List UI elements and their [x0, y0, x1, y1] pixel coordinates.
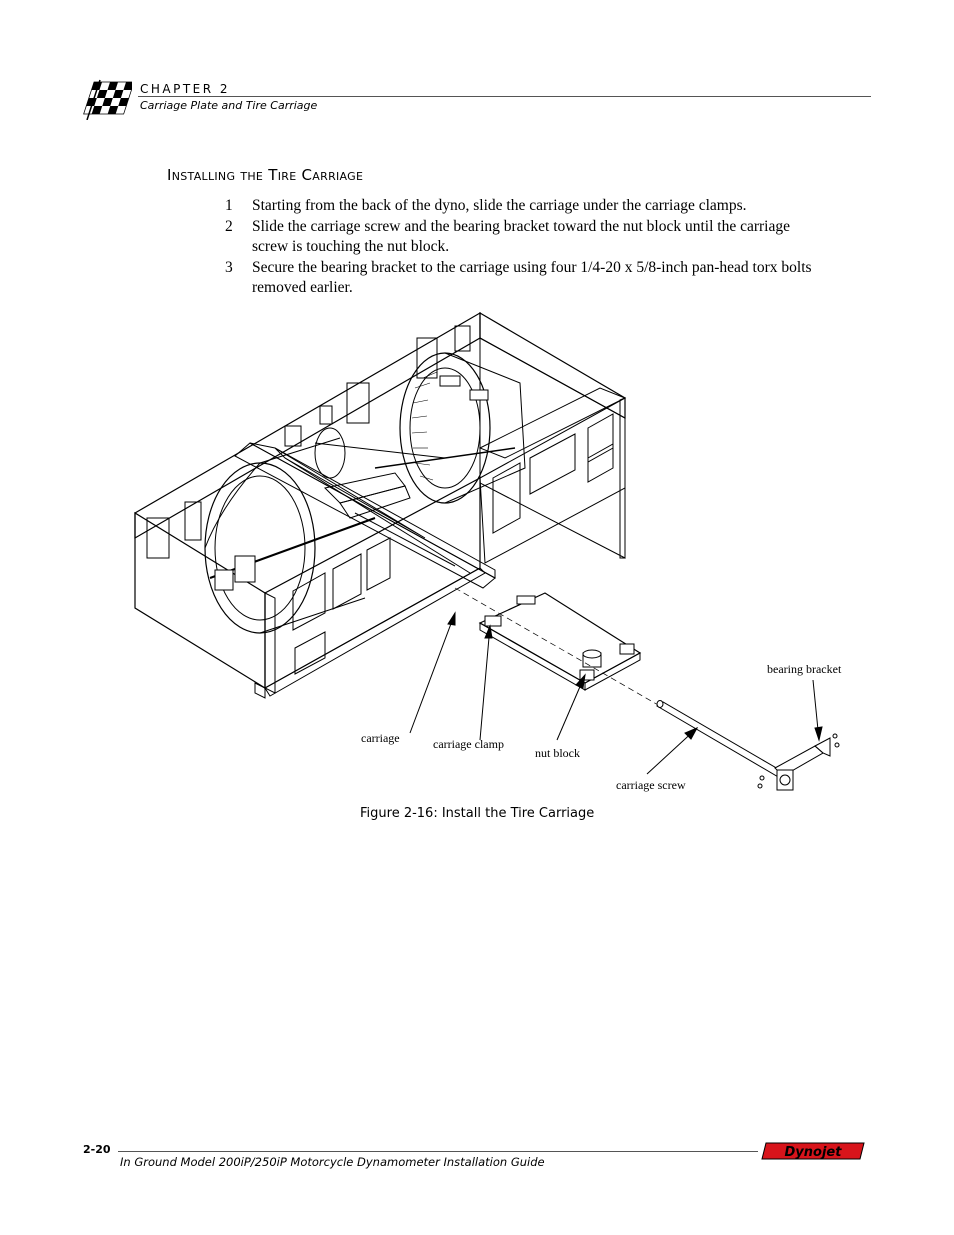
page-number: 2-20	[83, 1143, 111, 1156]
label-bearing-bracket: bearing bracket	[767, 662, 842, 676]
label-carriage-clamp: carriage clamp	[433, 737, 504, 751]
step-text: Slide the carriage screw and the bearing…	[252, 218, 790, 255]
label-carriage: carriage	[361, 731, 400, 745]
step-text: Starting from the back of the dyno, slid…	[252, 197, 747, 214]
header-divider	[138, 96, 871, 97]
tire-carriage-diagram	[134, 311, 840, 791]
dynojet-logo: Dynojet	[761, 1142, 865, 1160]
step-text: Secure the bearing bracket to the carria…	[252, 259, 812, 296]
footer-title: In Ground Model 200iP/250iP Motorcycle D…	[120, 1155, 545, 1169]
figure-caption: Figure 2-16: Install the Tire Carriage	[360, 806, 595, 821]
step-number: 2	[225, 218, 233, 235]
section-title: Installing the Tire Carriage	[167, 166, 364, 184]
chapter-label: CHAPTER 2	[140, 82, 231, 96]
label-carriage-screw: carriage screw	[616, 778, 686, 792]
step-number: 3	[225, 259, 233, 276]
checkered-flag-icon	[83, 79, 132, 120]
logo-text: Dynojet	[785, 1145, 843, 1160]
step-number: 1	[225, 197, 233, 214]
chapter-subtitle: Carriage Plate and Tire Carriage	[140, 99, 318, 112]
label-nut-block: nut block	[535, 746, 580, 760]
footer-divider	[118, 1151, 758, 1152]
